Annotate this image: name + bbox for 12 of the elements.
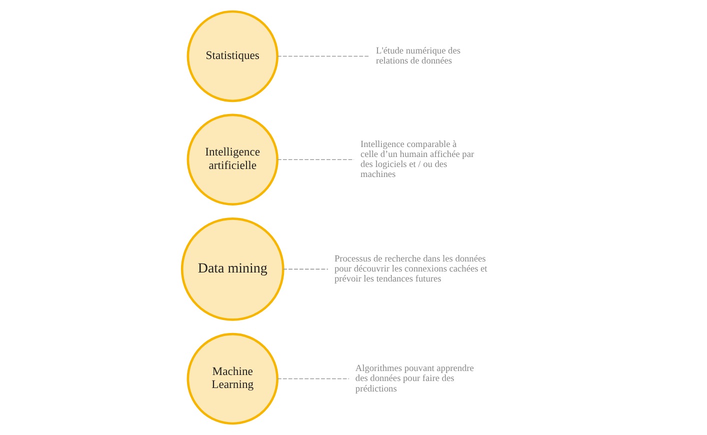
node-text: Processus de recherche dans les données pour découvrir les connexions cachées et prévoir les tendances futures — [334, 254, 488, 285]
node-text: Intelligence comparable à celle d’un humain affichée par des logiciels et / ou des machines — [360, 140, 474, 180]
node-text: L'étude numérique des relations de données — [376, 46, 460, 67]
connector — [282, 268, 328, 270]
node-circle: Machine Learning — [186, 332, 278, 425]
connector — [277, 378, 350, 380]
node-text: Algorithmes pouvant apprendre des données pour faire des prédictions — [355, 364, 474, 394]
connector — [277, 56, 370, 57]
node-circle: Intelligence artificielle — [186, 114, 278, 206]
node-circle: Statistiques — [186, 10, 278, 102]
connector — [277, 159, 354, 160]
node-circle: Data mining — [180, 218, 284, 321]
